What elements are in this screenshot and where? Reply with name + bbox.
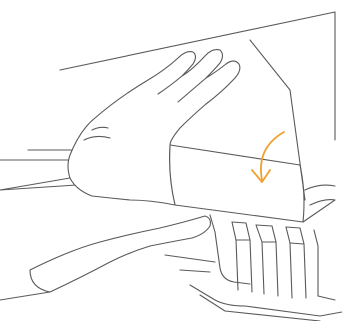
hand-pressing-down-icon — [0, 50, 240, 205]
curved-arrow-down-icon — [252, 132, 284, 182]
ink-cartridges-icon — [210, 215, 318, 298]
printer-base-icon — [190, 285, 342, 321]
hand-supporting-icon — [0, 216, 210, 300]
